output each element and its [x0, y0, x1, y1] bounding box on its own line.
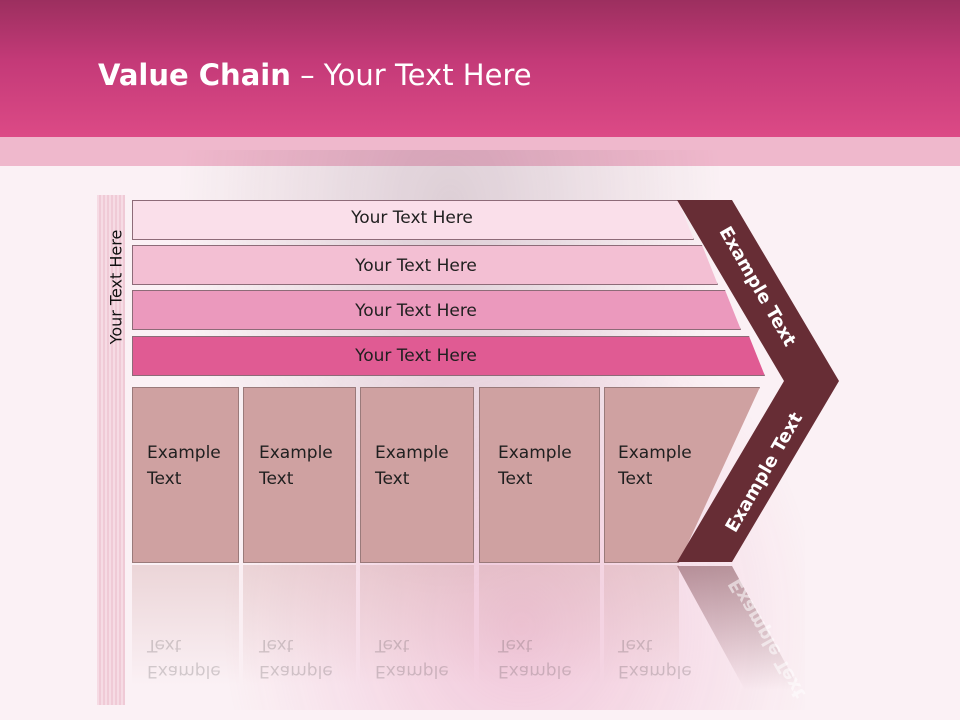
margin-chevron-reflection [677, 566, 800, 690]
support-band-2 [132, 245, 718, 285]
primary-activity-3 [360, 387, 474, 563]
primary-activity-2 [243, 387, 356, 563]
primary-activity-1-label: Example Text [147, 443, 221, 489]
support-band-3 [132, 290, 741, 330]
support-band-4-label: Your Text Here [355, 346, 477, 366]
support-band-1-label: Your Text Here [351, 208, 473, 228]
support-band-2-label: Your Text Here [355, 256, 477, 276]
primary-activity-4 [479, 387, 600, 563]
primary-activity-5-label: Example Text [618, 443, 692, 489]
primary-activity-1 [132, 387, 239, 563]
support-band-1 [132, 200, 694, 240]
background-book-pages [97, 195, 125, 705]
reflection-4 [479, 565, 600, 685]
title-bar [0, 0, 960, 137]
primary-activity-3-label: Example Text [375, 443, 449, 489]
reflection-3 [360, 565, 474, 685]
reflection-1 [132, 565, 239, 685]
page-title: Value Chain – Your Text Here [98, 55, 532, 95]
support-band-4 [132, 336, 765, 376]
margin-chevron-shape [677, 200, 839, 562]
primary-activity-2-label: Example Text [259, 443, 333, 489]
reflection-2 [243, 565, 356, 685]
title-bar-stripe [0, 137, 960, 166]
title-bold: Value Chain [98, 58, 291, 92]
primary-activity-4-label: Example Text [498, 443, 572, 489]
support-band-3-label: Your Text Here [355, 301, 477, 321]
title-rest: – Your Text Here [290, 58, 532, 92]
reflection-5 [604, 565, 679, 685]
